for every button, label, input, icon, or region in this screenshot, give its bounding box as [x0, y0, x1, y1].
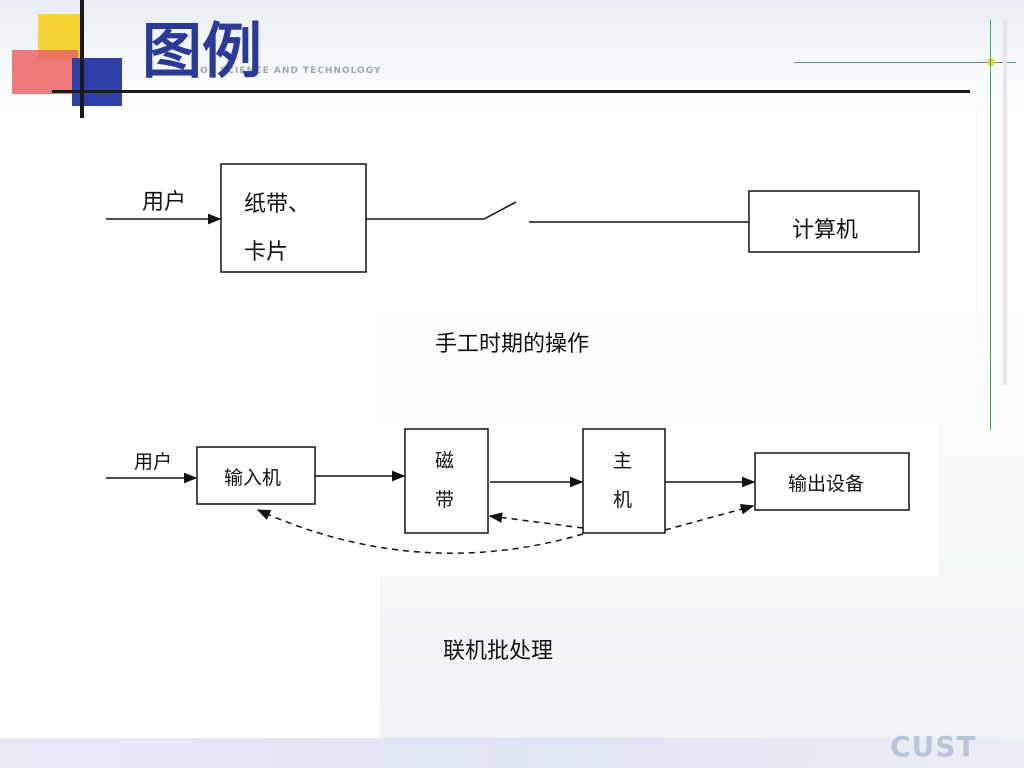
host-box — [582, 428, 666, 534]
vertical-accent-line — [990, 20, 991, 430]
computer-box — [748, 190, 920, 253]
user-label-2: 用户 — [134, 451, 172, 473]
tape-label-line2: 带 — [435, 489, 454, 511]
dashed-arrow-host-to-input — [256, 509, 584, 554]
open-switch — [483, 201, 517, 220]
diagram-manual-operation: 用户 纸带、 卡片 计算机 — [92, 128, 962, 290]
watermark-text: OF SCIENCE AND TECHNOLOGY — [200, 66, 382, 76]
slide-title: 图例 — [142, 17, 262, 87]
vertical-bar-decoration — [80, 0, 84, 118]
tape-card-label-line1: 纸带、 — [244, 192, 310, 217]
caption-manual-operation: 手工时期的操作 — [435, 332, 590, 357]
host-label-line2: 机 — [613, 489, 632, 511]
input-machine-label: 输入机 — [224, 467, 281, 489]
computer-label: 计算机 — [792, 218, 858, 243]
tape-card-box — [220, 163, 367, 273]
red-square-decoration — [12, 50, 78, 94]
header-accent-line — [794, 62, 1016, 63]
dashed-arrow-host-to-tape — [488, 512, 584, 529]
output-device-box — [754, 452, 910, 511]
diagram-online-batch: 用户 输入机 磁 带 主 机 输出设备 — [98, 420, 938, 576]
host-label-line1: 主 — [613, 450, 632, 472]
caption-online-batch: 联机批处理 — [443, 639, 554, 664]
university-logo: CUST — [890, 730, 977, 763]
tape-label-line1: 磁 — [435, 450, 454, 472]
footer-band — [0, 738, 1024, 768]
tape-box — [404, 428, 489, 534]
title-rule — [52, 90, 970, 93]
header-accent-dot — [987, 58, 995, 66]
vertical-accent-bar — [1003, 20, 1007, 385]
diagram-batch-svg: 用户 输入机 磁 带 主 机 输出设备 — [106, 428, 910, 554]
tape-card-label-line2: 卡片 — [244, 240, 288, 265]
output-device-label: 输出设备 — [788, 473, 864, 495]
dashed-arrow-host-to-output — [664, 503, 755, 531]
diagram-manual-svg: 用户 纸带、 卡片 计算机 — [106, 163, 920, 273]
input-machine-box — [196, 446, 316, 505]
user-label: 用户 — [142, 190, 186, 215]
